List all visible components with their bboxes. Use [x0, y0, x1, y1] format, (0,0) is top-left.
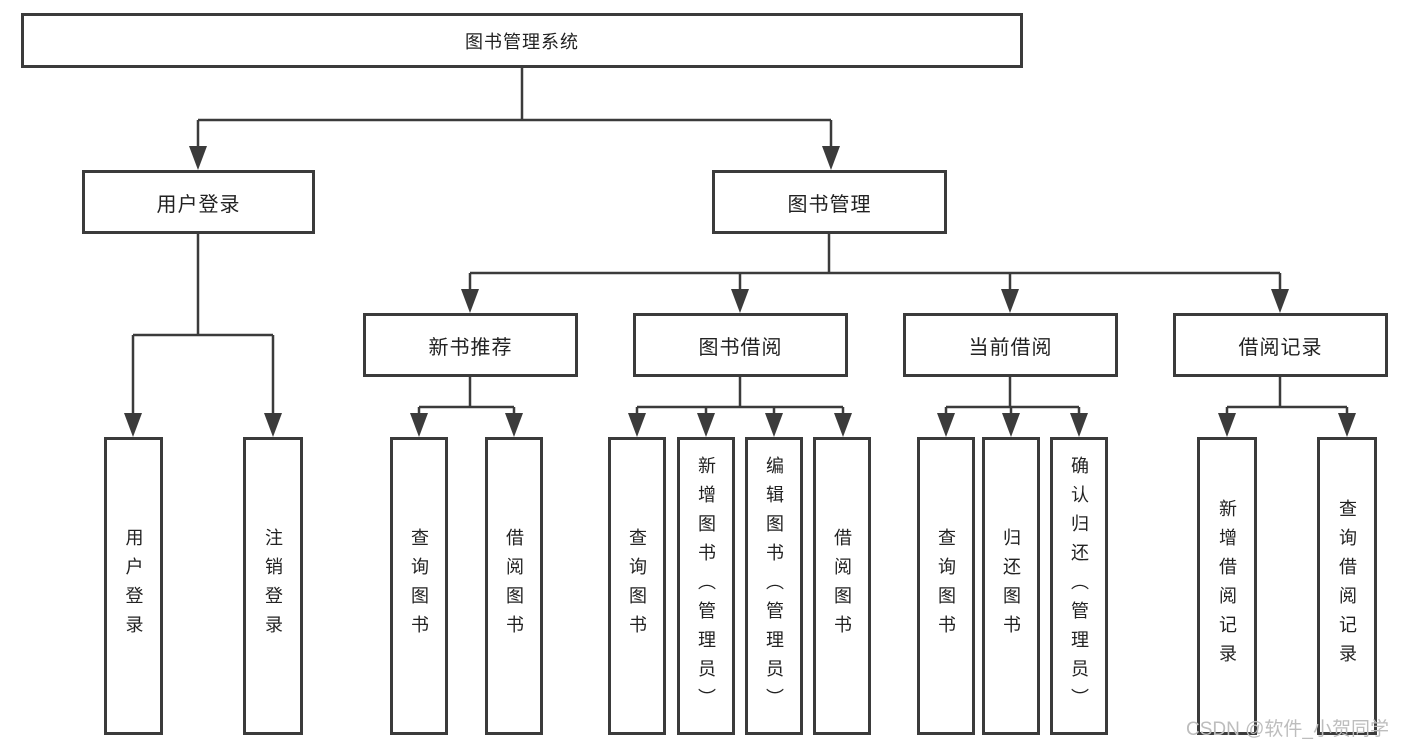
node-edit-book-admin: 编辑图书（管理员） [745, 437, 803, 735]
node-book-borrow-label: 图书借阅 [698, 336, 783, 359]
node-book-management: 图书管理 [712, 170, 947, 234]
node-borrow-borrow-books: 借阅图书 [813, 437, 871, 735]
node-confirm-return-admin: 确认归还（管理员） [1050, 437, 1108, 735]
node-return-book-label: 归还图书 [1001, 528, 1021, 644]
node-borrow-query-books-label: 查询图书 [627, 528, 647, 644]
node-user-login: 用户登录 [82, 170, 315, 234]
node-borrow-borrow-books-label: 借阅图书 [832, 528, 852, 644]
node-login-label: 用户登录 [123, 528, 144, 644]
node-user-login-label: 用户登录 [156, 193, 241, 216]
node-borrow-records-label: 借阅记录 [1238, 336, 1323, 359]
node-confirm-return-admin-label: 确认归还（管理员） [1069, 455, 1089, 717]
node-login: 用户登录 [104, 437, 163, 735]
node-recommend-borrow-books-label: 借阅图书 [504, 528, 524, 644]
node-logout-label: 注销登录 [263, 528, 283, 644]
node-add-book-admin-label: 新增图书（管理员） [696, 455, 716, 717]
node-book-borrow: 图书借阅 [633, 313, 848, 377]
node-new-book-recommend-label: 新书推荐 [428, 336, 513, 359]
node-current-query-books: 查询图书 [917, 437, 975, 735]
node-logout: 注销登录 [243, 437, 303, 735]
node-current-borrow: 当前借阅 [903, 313, 1118, 377]
node-library-system: 图书管理系统 [21, 13, 1023, 68]
node-recommend-query-books: 查询图书 [390, 437, 448, 735]
node-recommend-borrow-books: 借阅图书 [485, 437, 543, 735]
node-add-borrow-record-label: 新增借阅记录 [1217, 499, 1237, 673]
node-book-management-label: 图书管理 [787, 193, 872, 216]
node-return-book: 归还图书 [982, 437, 1040, 735]
node-recommend-query-books-label: 查询图书 [409, 528, 429, 644]
node-query-borrow-record: 查询借阅记录 [1317, 437, 1377, 735]
node-borrow-records: 借阅记录 [1173, 313, 1388, 377]
node-current-query-books-label: 查询图书 [936, 528, 956, 644]
node-query-borrow-record-label: 查询借阅记录 [1337, 499, 1357, 673]
node-add-book-admin: 新增图书（管理员） [677, 437, 735, 735]
node-add-borrow-record: 新增借阅记录 [1197, 437, 1257, 735]
node-edit-book-admin-label: 编辑图书（管理员） [764, 455, 784, 717]
node-current-borrow-label: 当前借阅 [968, 336, 1053, 359]
node-borrow-query-books: 查询图书 [608, 437, 666, 735]
node-library-system-label: 图书管理系统 [465, 31, 579, 52]
csdn-watermark: CSDN @软件_小贺同学 [1186, 719, 1389, 740]
node-new-book-recommend: 新书推荐 [363, 313, 578, 377]
